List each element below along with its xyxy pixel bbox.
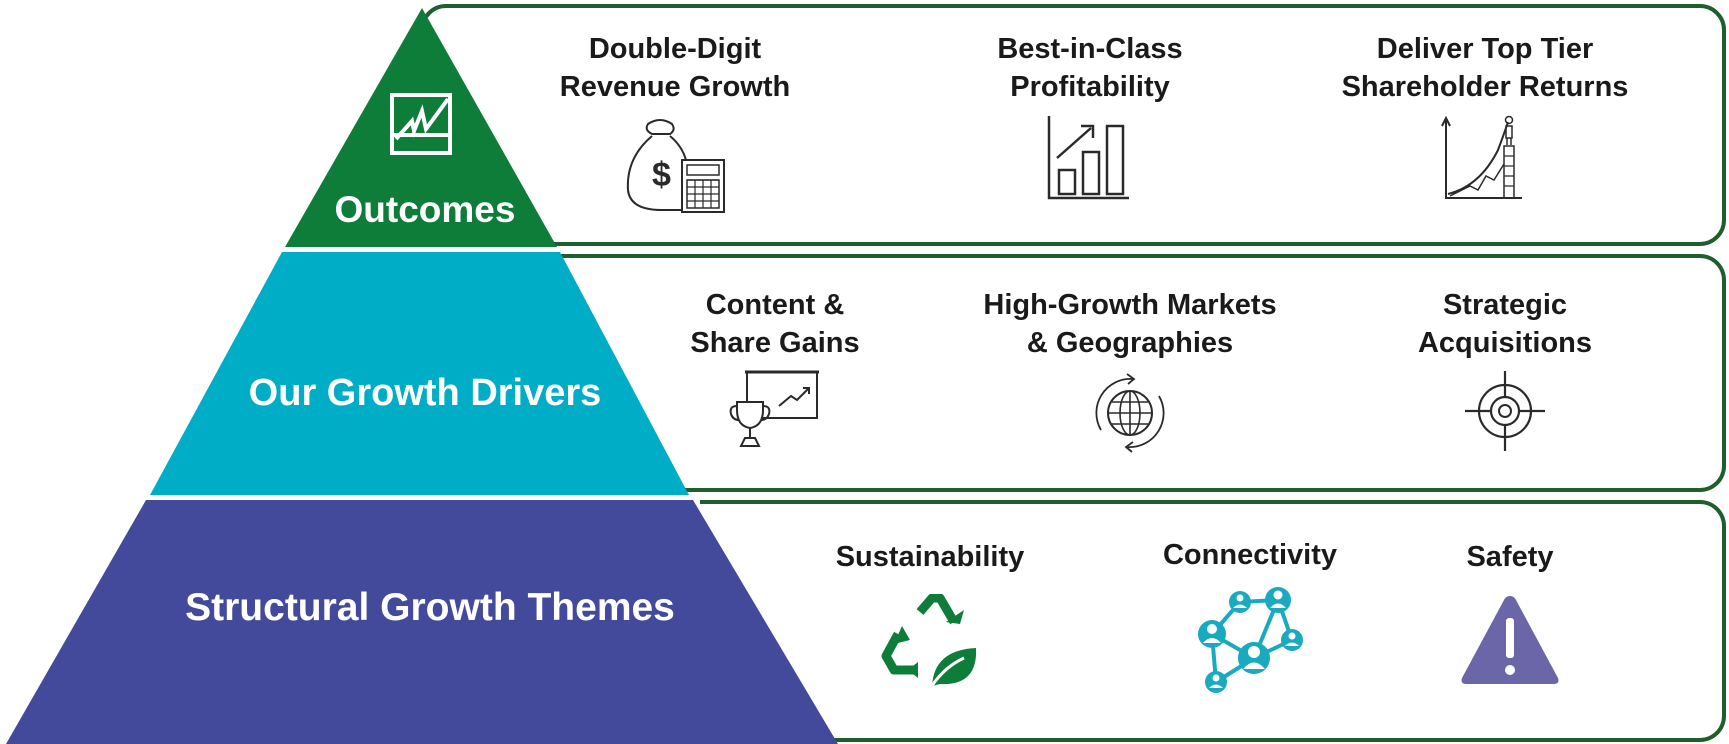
- driver-content-share: Content & Share Gains: [660, 286, 890, 448]
- growth-curve-person-icon: [1441, 115, 1522, 199]
- pyramid-tier-themes: [6, 500, 838, 744]
- tier-label-themes: Structural Growth Themes: [185, 586, 675, 629]
- network-people-icon: [1198, 587, 1303, 693]
- theme-safety: Safety: [1410, 538, 1610, 688]
- item-label-line2: Revenue Growth: [559, 71, 791, 103]
- pyramid-tier-drivers: [150, 252, 689, 495]
- item-label-line1: High-Growth Markets: [983, 289, 1277, 321]
- item-label-line1: Deliver Top Tier: [1376, 33, 1594, 65]
- theme-sustainability: Sustainability: [810, 538, 1050, 694]
- item-label-line1: Strategic: [1442, 289, 1568, 321]
- item-label-line1: Double-Digit: [588, 33, 762, 65]
- theme-connectivity: Connectivity: [1130, 536, 1370, 694]
- company-logo-icon: [390, 93, 452, 155]
- item-label-line2: Acquisitions: [1417, 327, 1592, 359]
- item-label-line1: Sustainability: [835, 541, 1025, 573]
- item-label-line1: Best-in-Class: [997, 33, 1183, 65]
- item-label-line2: Shareholder Returns: [1341, 71, 1629, 103]
- item-label-line1: Content &: [705, 289, 845, 321]
- recycle-leaf-icon: [881, 594, 977, 693]
- item-label-line2: & Geographies: [1026, 327, 1234, 359]
- outcome-revenue-growth: Double-Digit Revenue Growth $: [530, 30, 820, 214]
- outcome-shareholder-returns: Deliver Top Tier Shareholder Returns: [1320, 30, 1650, 204]
- tier-label-drivers: Our Growth Drivers: [248, 372, 602, 414]
- bar-chart-growth-icon: [1047, 116, 1129, 200]
- item-label-line1: Connectivity: [1162, 539, 1338, 571]
- driver-markets-geographies: High-Growth Markets & Geographies: [960, 286, 1300, 456]
- svg-text:$: $: [652, 156, 671, 194]
- money-bag-calculator-icon: $: [626, 119, 725, 213]
- globe-rotation-icon: [1095, 373, 1165, 453]
- item-label-line2: Profitability: [1010, 71, 1170, 103]
- item-label-line1: Safety: [1466, 541, 1554, 573]
- outcome-profitability: Best-in-Class Profitability: [950, 30, 1230, 204]
- target-crosshair-icon: [1465, 371, 1545, 451]
- warning-triangle-icon: [1461, 596, 1559, 684]
- driver-acquisitions: Strategic Acquisitions: [1390, 286, 1620, 452]
- trophy-presentation-icon: [729, 370, 819, 447]
- item-label-line2: Share Gains: [690, 327, 860, 359]
- tier-label-outcomes: Outcomes: [334, 189, 516, 230]
